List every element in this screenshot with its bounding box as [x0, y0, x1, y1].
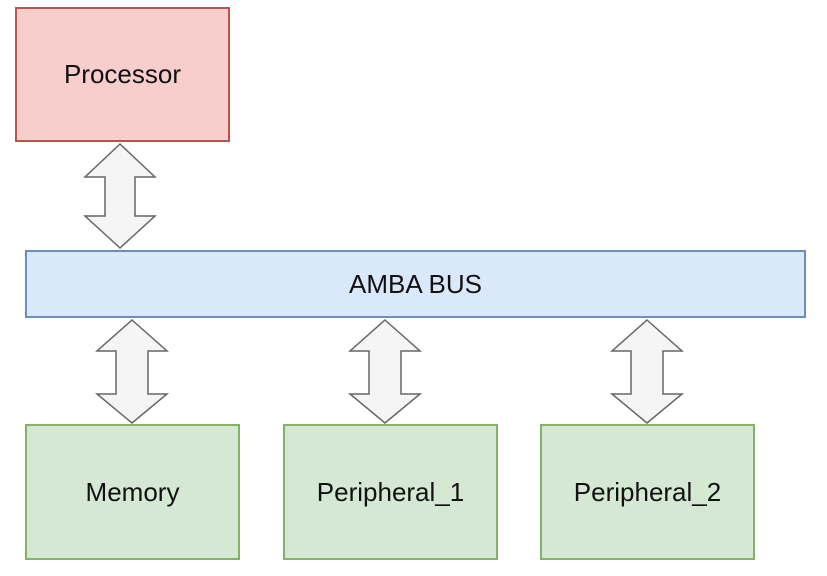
peripheral-2-bus-arrow: [609, 318, 685, 424]
amba-bus-block: AMBA BUS: [25, 250, 806, 318]
processor-label: Processor: [63, 59, 182, 89]
peripheral-2-block: Peripheral_2: [540, 424, 755, 560]
peripheral-2-label: Peripheral_2: [573, 476, 722, 507]
peripheral-1-label: Peripheral_1: [316, 476, 465, 507]
processor-block: Processor: [15, 7, 230, 142]
memory-block: Memory: [25, 424, 240, 560]
memory-bus-arrow: [94, 318, 170, 424]
amba-bus-label: AMBA BUS: [349, 268, 482, 299]
processor-bus-arrow: [83, 142, 157, 250]
peripheral-1-bus-arrow: [347, 318, 423, 424]
peripheral-1-block: Peripheral_1: [283, 424, 498, 560]
memory-label: Memory: [85, 476, 180, 507]
